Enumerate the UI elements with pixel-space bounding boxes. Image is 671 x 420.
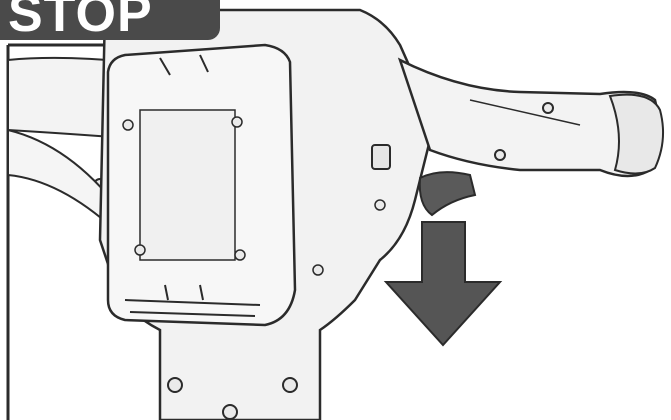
down-arrow-icon: [383, 221, 503, 347]
stop-label: STOP: [8, 0, 153, 40]
battery-label-area: [139, 109, 236, 261]
handle-grip-end: [608, 93, 665, 175]
handle-ridge: [469, 99, 581, 126]
battery-clip-bottom: [164, 284, 204, 301]
battery-screw-1: [122, 119, 134, 131]
lower-screw-3: [222, 404, 238, 420]
battery-latch-top: [159, 54, 209, 76]
battery-screw-2: [231, 116, 243, 128]
battery-screw-3: [134, 244, 146, 256]
trigger: [418, 171, 477, 217]
battery-screw-4: [234, 249, 246, 261]
lower-screw-1: [167, 377, 183, 393]
side-screw-2: [312, 264, 324, 276]
battery-vent: [124, 299, 261, 317]
stop-badge: STOP: [0, 0, 220, 40]
lower-screw-2: [282, 377, 298, 393]
mode-switch: [371, 144, 391, 170]
right-handle-screw-2: [494, 149, 506, 161]
right-handle-screw-1: [542, 102, 554, 114]
side-screw: [374, 199, 386, 211]
